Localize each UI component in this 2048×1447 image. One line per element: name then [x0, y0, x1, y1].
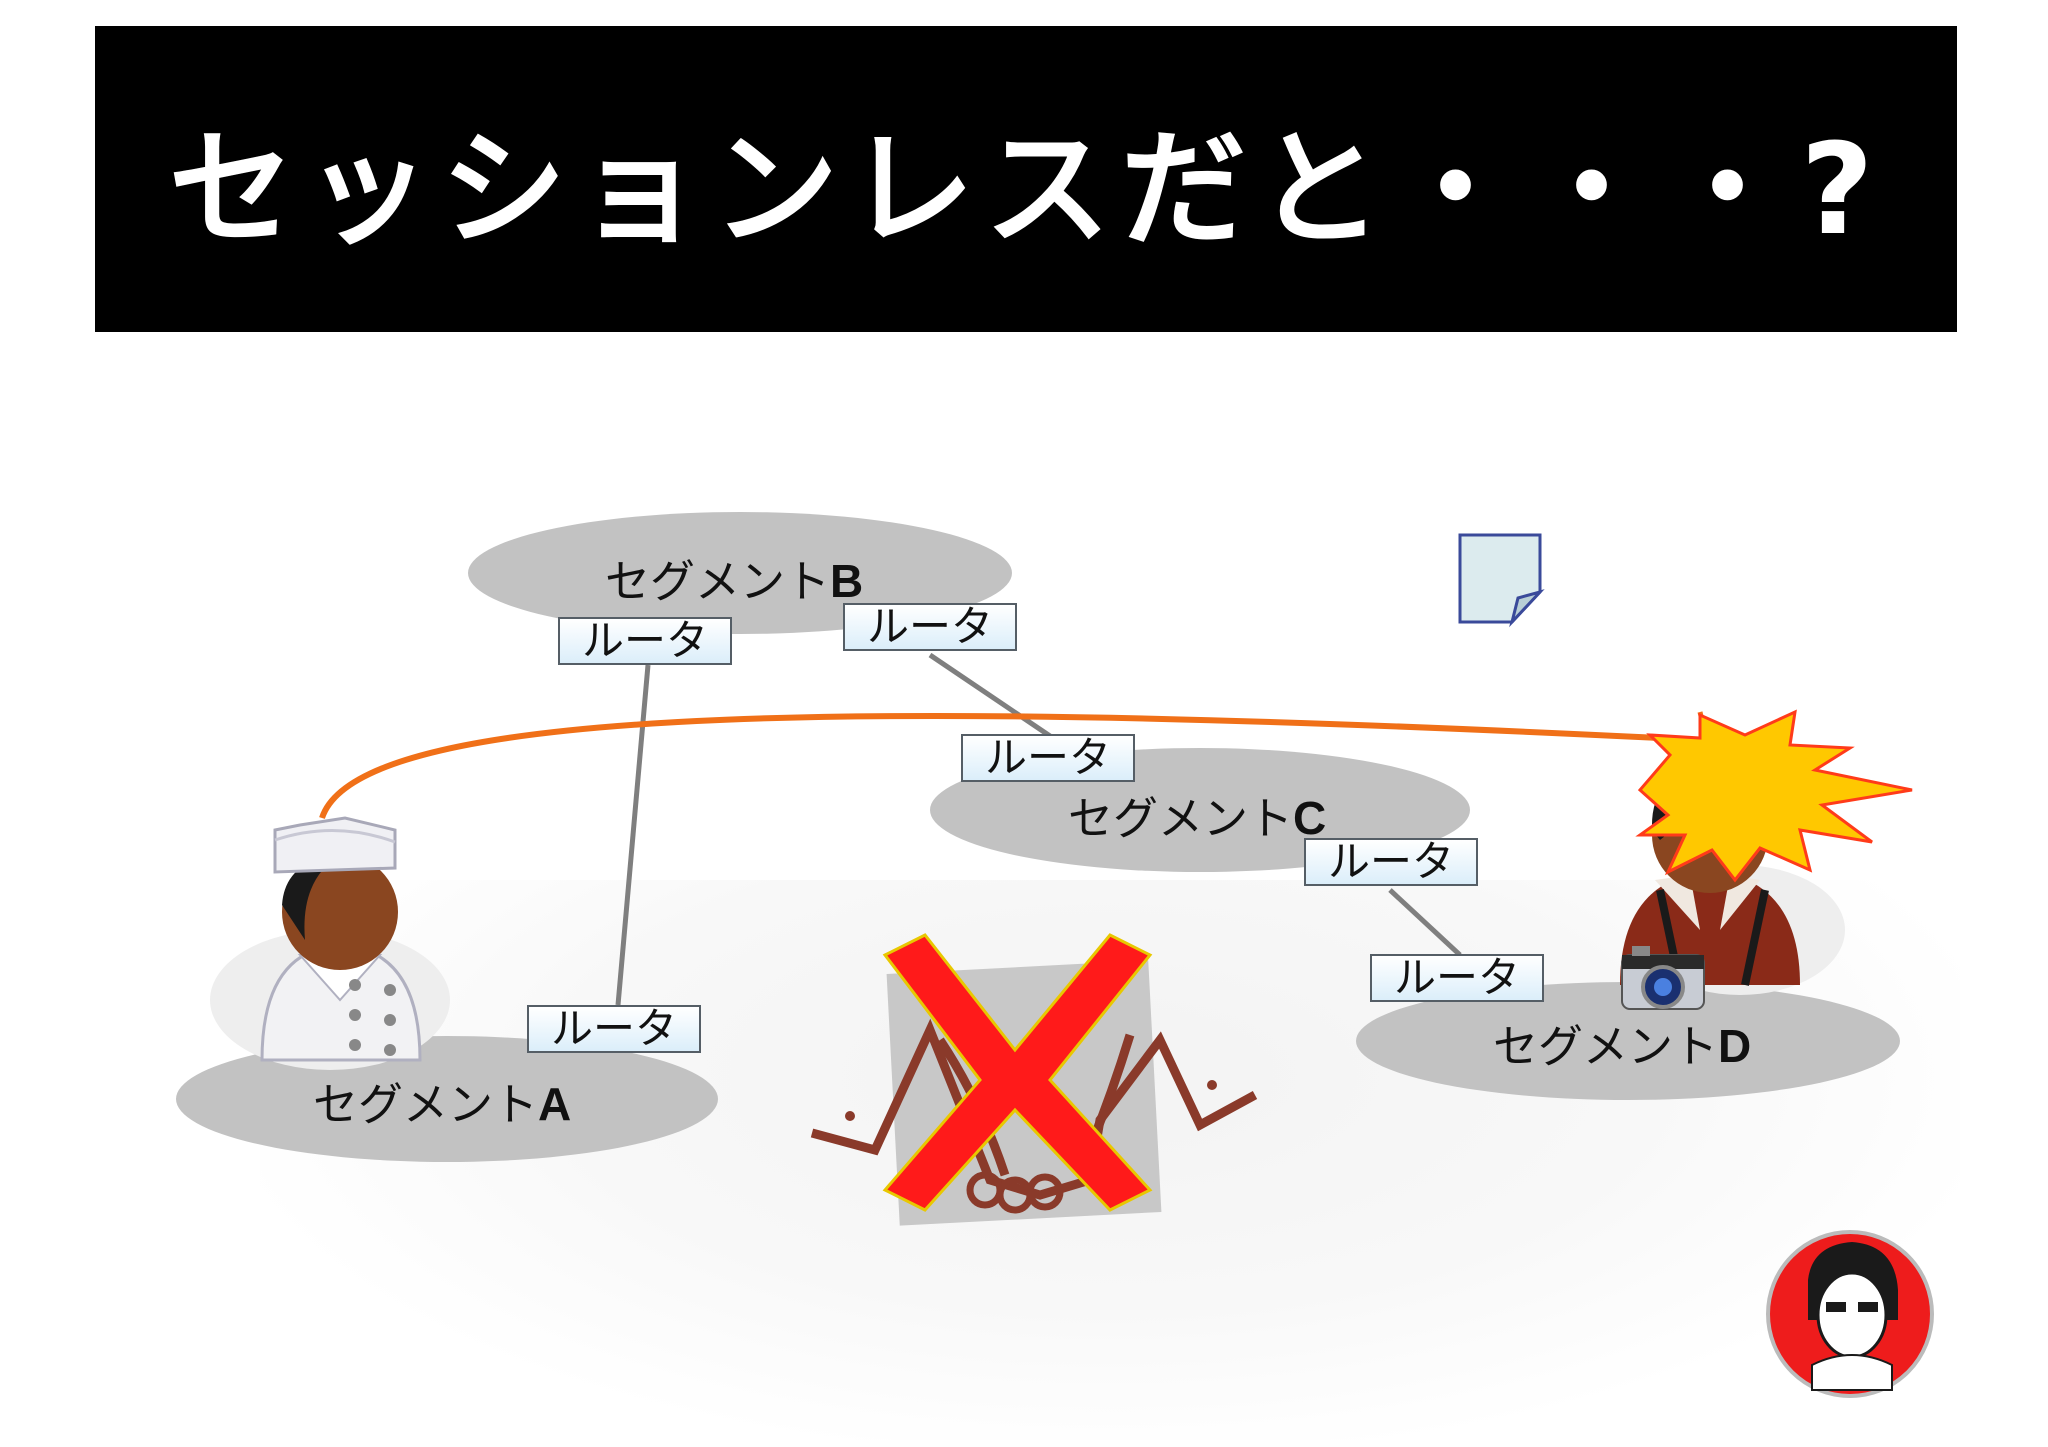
collision-burst-icon — [1635, 709, 1913, 883]
avatar-logo-icon — [1766, 1230, 1934, 1398]
title-bar: セッションレスだと・・・? — [95, 26, 1957, 332]
document-icon — [1458, 533, 1545, 628]
router-b-left[interactable]: ルータ — [558, 617, 732, 665]
packet-path — [319, 712, 1701, 819]
segment-b-letter: B — [830, 555, 864, 607]
camera-icon — [1621, 946, 1705, 1010]
segment-a-label: セグメントA — [313, 1068, 571, 1133]
router-c-top[interactable]: ルータ — [961, 734, 1135, 782]
segment-c-prefix: セグメント — [1068, 792, 1294, 845]
segment-b-prefix: セグメント — [605, 555, 831, 608]
link-b-a — [615, 664, 651, 1006]
router-a-right[interactable]: ルータ — [527, 1005, 701, 1053]
segment-d-letter: D — [1718, 1020, 1752, 1072]
segment-a-letter: A — [538, 1078, 572, 1130]
router-b-right[interactable]: ルータ — [843, 603, 1017, 651]
link-b-c — [928, 652, 1052, 739]
segment-d-label: セグメントD — [1493, 1010, 1751, 1075]
segment-c-letter: C — [1293, 792, 1327, 844]
cross-icon — [882, 933, 1153, 1212]
link-c-d — [1388, 888, 1462, 957]
slide-title: セッションレスだと・・・? — [168, 116, 1884, 263]
segment-d-prefix: セグメント — [1493, 1020, 1719, 1073]
segment-c-label: セグメントC — [1068, 782, 1326, 847]
segment-a-prefix: セグメント — [313, 1078, 539, 1131]
router-c-bottom[interactable]: ルータ — [1304, 838, 1478, 886]
segment-b-label: セグメントB — [605, 545, 863, 610]
router-d-top[interactable]: ルータ — [1370, 954, 1544, 1002]
chef-user-icon — [210, 816, 450, 1070]
